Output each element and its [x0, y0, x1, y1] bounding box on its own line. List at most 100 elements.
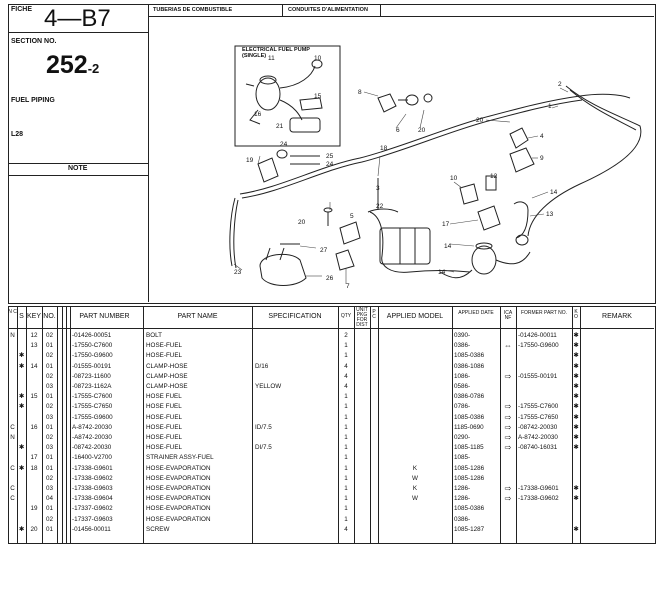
- svg-text:10: 10: [450, 175, 458, 182]
- section-title: FUEL PIPING: [11, 97, 55, 104]
- table-cell-no: 03: [45, 383, 53, 390]
- table-cell-qty: 1: [344, 495, 348, 503]
- table-cell-pn: A-8742-20030: [72, 423, 112, 431]
- table-cell-no: 01: [45, 505, 53, 513]
- table-cell-no: 02: [45, 403, 53, 411]
- table-cell-no: 01: [45, 423, 53, 431]
- table-cell-name: STRAINER ASSY-FUEL: [146, 454, 214, 462]
- table-cell-key: 15: [30, 393, 38, 401]
- table-cell-key: 16: [30, 423, 38, 431]
- table-cell-name: HOSE-FUEL: [146, 423, 183, 431]
- fiche-number: 4—B7: [44, 5, 111, 32]
- diagram-svg: 11 10 15 16 21 8 6 20 20 4 9 2 1 14 13 1…: [229, 45, 642, 290]
- svg-text:14: 14: [444, 243, 452, 250]
- svg-text:20: 20: [418, 127, 426, 134]
- pump-26: [259, 253, 307, 286]
- table-cell-s: ✱: [18, 393, 25, 401]
- section-label: SECTION NO.: [11, 38, 57, 45]
- canister: [379, 227, 431, 265]
- table-cell-name: HOSE-EVAPORATION: [146, 515, 211, 523]
- inset-title-line1: ELECTRICAL FUEL PUMP: [242, 47, 310, 53]
- table-cell-nc: N: [10, 332, 15, 339]
- table-cell-name: CLAMP-HOSE: [146, 383, 188, 390]
- svg-text:6: 6: [396, 127, 400, 134]
- page-frame: [8, 4, 656, 304]
- svg-text:22: 22: [376, 203, 384, 210]
- header-part-number: PART NUMBER: [79, 313, 130, 320]
- section-number-suffix: -2: [87, 61, 100, 76]
- table-cell-key: 19: [30, 505, 38, 513]
- table-cell-pn: -17555-C7600: [72, 393, 113, 401]
- header-part-name: PART NAME: [177, 313, 218, 320]
- table-cell-name: BOLT: [146, 332, 162, 339]
- svg-text:2: 2: [558, 81, 562, 88]
- svg-text:12: 12: [490, 173, 498, 180]
- table-cell-no: 03: [45, 485, 53, 492]
- table-cell-date: 0386-: [454, 342, 471, 350]
- title-bar-sep-2: [380, 4, 381, 16]
- table-cell-pn: -17338-G9603: [72, 485, 113, 492]
- table-cell-former: -17338-G9602: [518, 495, 559, 503]
- table-cell-qty: 1: [344, 464, 348, 472]
- table-cell-key: 20: [30, 525, 38, 533]
- table-cell-no: 02: [45, 515, 53, 523]
- header-s: S: [19, 313, 24, 320]
- table-cell-s: ✱: [18, 403, 25, 411]
- table-cell-spec: YELLOW: [255, 383, 282, 390]
- parts-table: [8, 306, 656, 544]
- svg-text:16: 16: [254, 111, 262, 118]
- svg-text:18: 18: [380, 145, 388, 152]
- table-cell-model: K: [412, 464, 418, 472]
- svg-text:20: 20: [476, 117, 484, 124]
- table-cell-k: ✱: [573, 403, 579, 411]
- table-cell-ica: ⇨: [504, 443, 512, 453]
- col-sep-date: [500, 306, 501, 543]
- table-cell-qty: 1: [344, 454, 348, 462]
- svg-text:24: 24: [280, 141, 288, 148]
- col-sep-pn-b: [66, 306, 67, 543]
- header-qty: QTY: [340, 313, 352, 319]
- table-cell-ica: ⇔: [504, 341, 512, 351]
- svg-text:9: 9: [540, 155, 544, 162]
- table-cell-k: ✱: [573, 485, 579, 492]
- table-cell-qty: 1: [344, 505, 348, 513]
- note-divider-top: [8, 163, 148, 164]
- table-cell-no: 02: [45, 474, 53, 482]
- table-cell-spec: ID/7.5: [255, 423, 272, 431]
- table-cell-name: HOSE-EVAPORATION: [146, 495, 211, 503]
- col-sep-name: [143, 306, 144, 543]
- col-sep-pn-a: [62, 306, 63, 543]
- section-number: 252-2: [46, 51, 99, 80]
- col-sep-former: [572, 306, 573, 543]
- table-cell-no: 01: [45, 525, 53, 533]
- table-cell-nc: N: [10, 434, 15, 441]
- table-cell-date: 0386-1086: [454, 362, 485, 370]
- table-cell-date: 0390-: [454, 332, 471, 339]
- table-cell-name: HOSE-FUEL: [146, 434, 183, 441]
- table-cell-k: ✱: [573, 423, 579, 431]
- table-cell-pn: -17550-G9600: [72, 352, 113, 360]
- table-cell-qty: 1: [344, 413, 348, 421]
- table-cell-key: 17: [30, 454, 38, 462]
- table-cell-qty: 4: [344, 362, 348, 370]
- header-applied-model: APPLIED MODEL: [386, 313, 444, 320]
- table-cell-date: 1085-0386: [454, 413, 485, 421]
- header-p: P C: [372, 309, 376, 320]
- header-applied-date: APPLIED DATE: [458, 310, 494, 316]
- table-cell-date: 1085-1286: [454, 474, 485, 482]
- svg-text:10: 10: [314, 55, 322, 62]
- main-fuel-line-2: [241, 99, 583, 199]
- table-cell-s: ✱: [18, 352, 25, 360]
- table-cell-name: HOSE-EVAPORATION: [146, 474, 211, 482]
- table-cell-former: -17550-G9600: [518, 342, 559, 350]
